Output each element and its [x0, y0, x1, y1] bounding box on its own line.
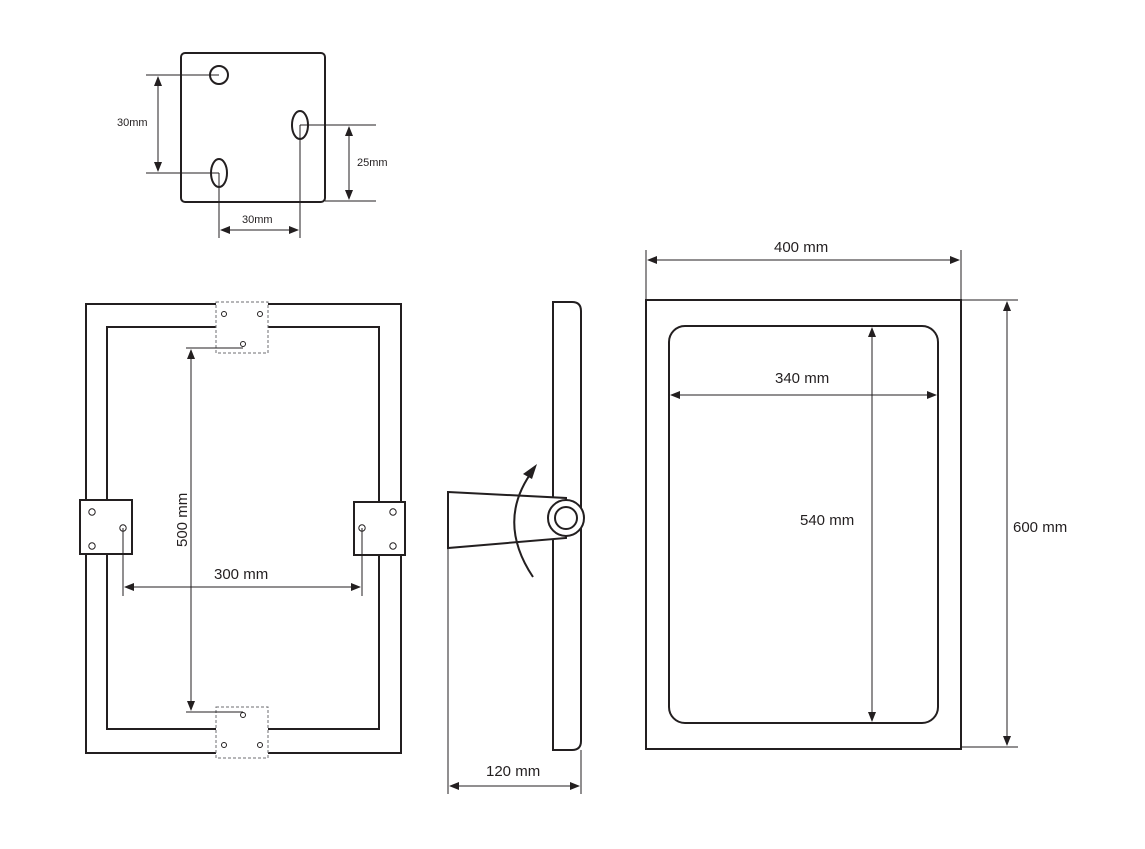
mirror-glass: [668, 325, 939, 724]
bracket-vertical-label: 500 mm: [174, 493, 191, 547]
inner-height-label: 540 mm: [800, 512, 854, 529]
bottom-mounting-plate: [215, 706, 269, 759]
side-view: 120 mm: [447, 301, 585, 794]
plate-right-label: 25mm: [357, 157, 388, 169]
swivel-arm: [447, 490, 567, 550]
front-view: 400 mm 340 mm 540 mm 600 mm: [645, 239, 1067, 750]
swivel-joint-inner: [554, 506, 578, 530]
plate-vertical-label: 30mm: [117, 117, 148, 129]
inner-width-label: 340 mm: [775, 370, 829, 387]
outer-width-label: 400 mm: [774, 239, 828, 256]
plate-horizontal-label: 30mm: [242, 214, 273, 226]
mirror-outer-frame: [645, 299, 962, 750]
mounting-plate-detail: 30mm 25mm 30mm: [117, 52, 388, 238]
top-mounting-plate: [215, 301, 269, 354]
outer-height-label: 600 mm: [1013, 519, 1067, 536]
bracket-horizontal-label: 300 mm: [214, 566, 268, 583]
depth-label: 120 mm: [486, 763, 540, 780]
back-frame-inner: [106, 326, 380, 730]
back-view: 500 mm 300 mm: [79, 301, 406, 759]
rotation-arrow-icon: [513, 468, 535, 578]
mirror-side-profile: [552, 301, 582, 751]
mounting-plate: [180, 52, 326, 203]
left-bracket: [79, 499, 133, 555]
